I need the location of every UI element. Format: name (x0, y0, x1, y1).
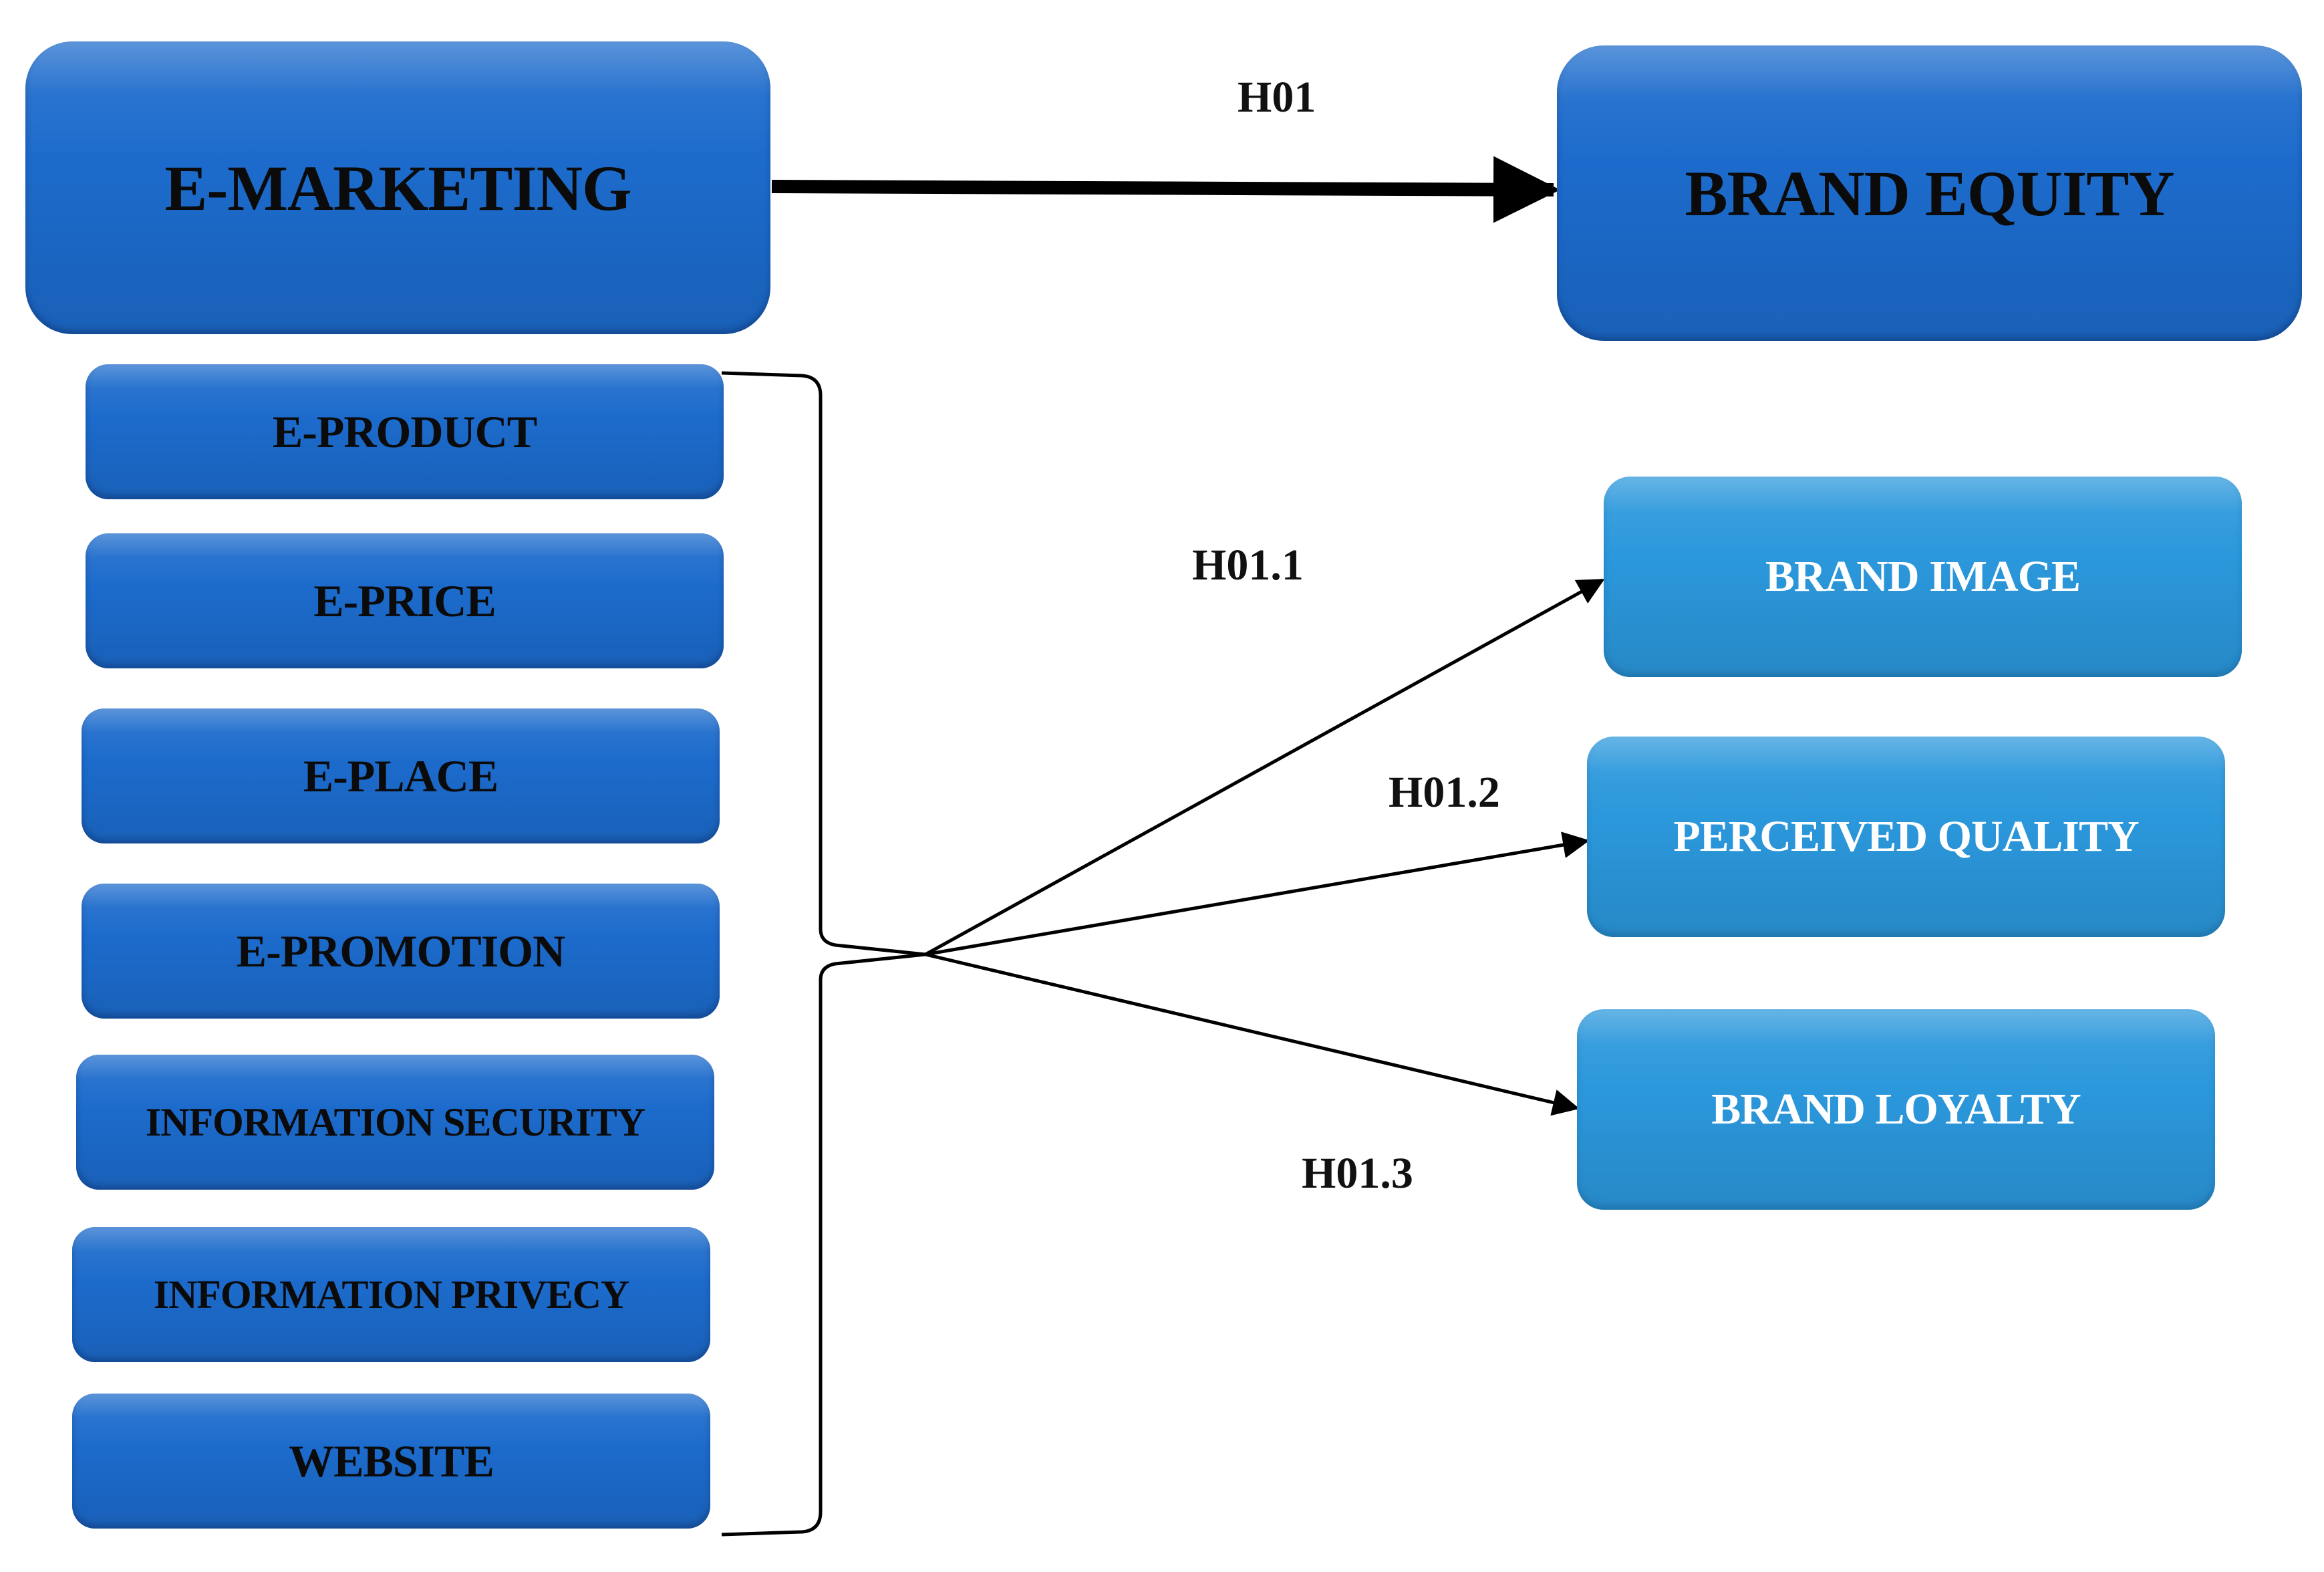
dimension-label: E-PLACE (303, 750, 498, 801)
brand-equity-box: BRAND EQUITY (1557, 45, 2302, 341)
e-marketing-label: E-MARKETING (164, 152, 631, 224)
outcome-brand-image: BRAND IMAGE (1604, 477, 2242, 677)
dimension-label: INFORMATION PRIVECY (153, 1272, 630, 1317)
outcome-label: PERCEIVED QUALITY (1673, 812, 2139, 861)
dimension-e-promotion: E-PROMOTION (82, 884, 720, 1019)
dimension-e-place: E-PLACE (82, 708, 720, 843)
dimension-website: WEBSITE (72, 1394, 710, 1529)
arrow-perceived-quality (925, 831, 1590, 956)
dimension-label: INFORMATION SECURITY (145, 1099, 645, 1144)
dimension-e-price: E-PRICE (86, 533, 724, 668)
arrow-brand-image (924, 578, 1605, 956)
dimension-information-privecy: INFORMATION PRIVECY (72, 1227, 710, 1362)
outcome-brand-loyalty: BRAND LOYALTY (1577, 1009, 2215, 1210)
outcome-perceived-quality: PERCEIVED QUALITY (1587, 737, 2225, 937)
e-marketing-box: E-MARKETING (25, 41, 770, 334)
brand-equity-label: BRAND EQUITY (1685, 157, 2174, 229)
hypothesis-label-main: H01 (1238, 73, 1316, 122)
outcome-label: BRAND IMAGE (1765, 552, 2081, 601)
hypothesis-label-3: H01.3 (1302, 1149, 1413, 1198)
outcome-label: BRAND LOYALTY (1711, 1085, 2081, 1134)
dimension-bracket (721, 371, 926, 1537)
dimension-label: E-PRICE (313, 575, 496, 626)
dimension-information-security: INFORMATION SECURITY (76, 1055, 714, 1190)
arrow-brand-loyalty (925, 952, 1580, 1116)
hypothesis-label-1: H01.1 (1192, 541, 1304, 590)
dimension-label: E-PROMOTION (236, 925, 565, 976)
hypothesis-label-2: H01.2 (1389, 768, 1500, 817)
main-arrow (771, 156, 1560, 223)
dimension-label: E-PRODUCT (272, 406, 537, 457)
dimension-label: WEBSITE (289, 1435, 494, 1486)
dimension-e-product: E-PRODUCT (86, 364, 724, 499)
